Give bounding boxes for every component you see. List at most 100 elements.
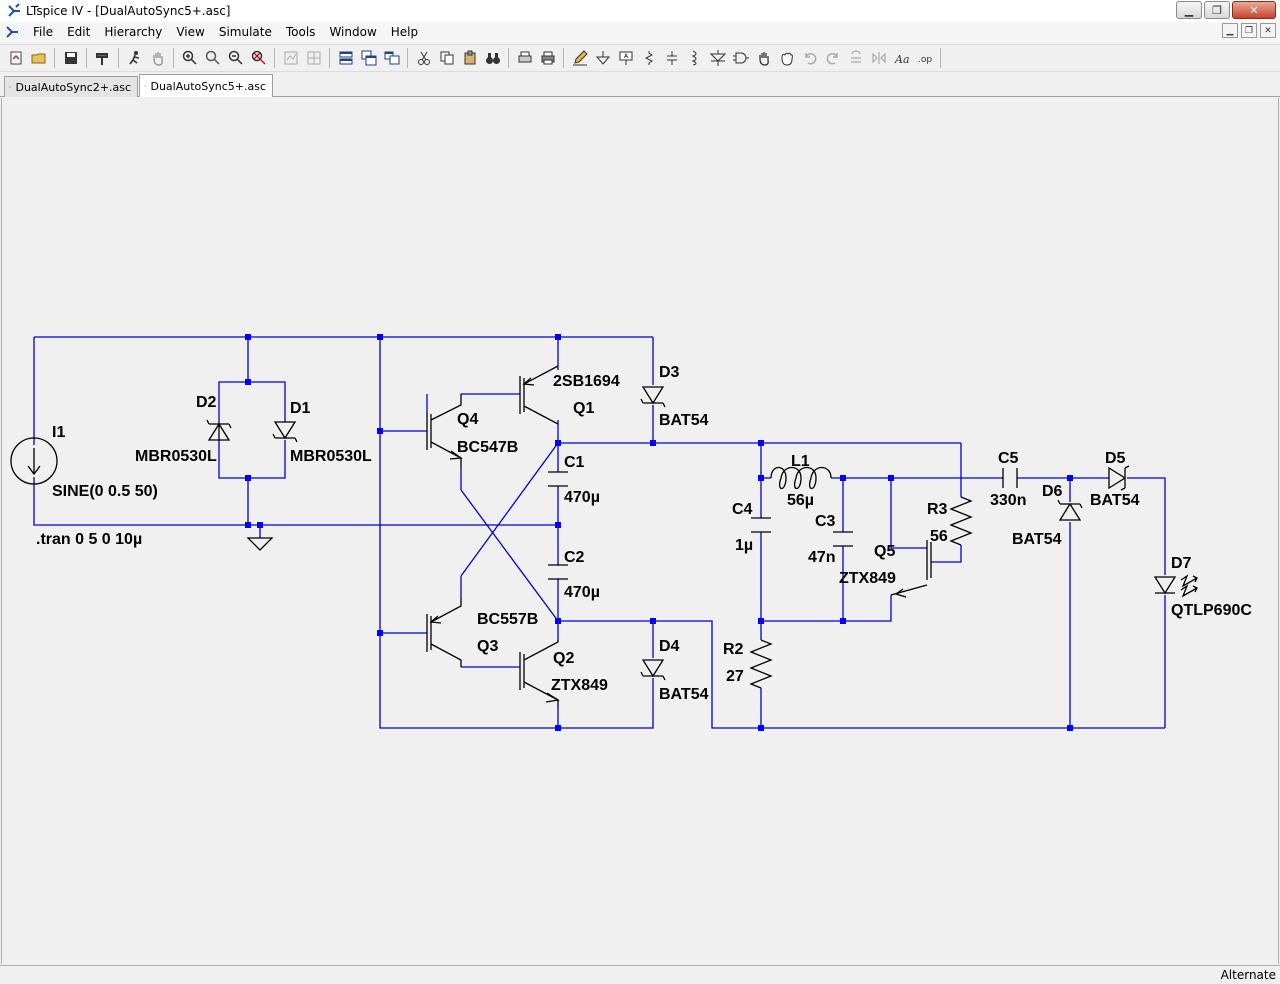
capacitor-c2[interactable] (548, 564, 568, 580)
close-button[interactable]: ✕ (1232, 1, 1276, 19)
label-c5-ref: C5 (998, 450, 1019, 467)
print-setup-button[interactable] (515, 48, 535, 68)
binoculars-icon (485, 53, 500, 64)
menu-file[interactable]: File (33, 25, 54, 39)
run-button[interactable] (125, 48, 145, 68)
transistor-q3[interactable] (426, 598, 462, 667)
redo-button[interactable] (823, 48, 843, 68)
mdi-restore-button[interactable]: ❐ (1241, 23, 1257, 38)
minimize-icon: ▁ (1226, 25, 1234, 36)
schematic-drawing: I1 SINE(0 0.5 50) .tran 0 5 0 10µ D2 MBR… (10, 334, 1252, 731)
resistor-r2[interactable] (749, 639, 773, 689)
close-icon: ✕ (1249, 3, 1259, 17)
label-net-button[interactable]: A (616, 48, 636, 68)
ground-button[interactable] (593, 48, 613, 68)
copy-button[interactable] (437, 48, 457, 68)
mirror-button[interactable] (869, 48, 889, 68)
new-schematic-button[interactable] (6, 48, 26, 68)
spice-directive-button[interactable]: .op (915, 48, 935, 68)
zoom-in-button[interactable] (180, 48, 200, 68)
autoscale-button[interactable] (281, 48, 301, 68)
diode-button[interactable] (708, 48, 728, 68)
halt-button[interactable] (148, 48, 168, 68)
printer-setup-icon (518, 51, 531, 63)
new-schematic-icon (10, 51, 21, 65)
component-button[interactable] (731, 48, 751, 68)
label-l1-ref: L1 (791, 453, 810, 470)
resistor-r3[interactable] (949, 496, 973, 546)
label-q1-ref: Q1 (573, 400, 594, 417)
zoom-out-icon (228, 50, 243, 65)
menu-window[interactable]: Window (329, 25, 377, 39)
capacitor-c3[interactable] (833, 531, 853, 547)
draw-wire-button[interactable] (570, 48, 590, 68)
close-all-button[interactable] (382, 48, 402, 68)
resistor-button[interactable] (639, 48, 659, 68)
diode-d5[interactable] (1108, 465, 1130, 491)
menu-hierarchy[interactable]: Hierarchy (104, 25, 163, 39)
capacitor-button[interactable] (662, 48, 682, 68)
paste-button[interactable] (460, 48, 480, 68)
label-tran-directive[interactable]: .tran 0 5 0 10µ (36, 531, 142, 548)
save-button[interactable] (61, 48, 81, 68)
label-q5-ref: Q5 (874, 543, 895, 560)
open-button[interactable] (29, 48, 49, 68)
transistor-q1[interactable] (519, 365, 559, 425)
control-panel-button[interactable] (93, 48, 113, 68)
pencil-icon (572, 50, 588, 66)
label-d6-value: BAT54 (1012, 531, 1062, 548)
move-button[interactable] (754, 48, 774, 68)
print-button[interactable] (538, 48, 558, 68)
pan-button[interactable] (203, 48, 223, 68)
led-d7[interactable] (1153, 574, 1198, 598)
tile-horizontal-button[interactable] (336, 48, 356, 68)
document-system-menu-icon[interactable] (4, 24, 20, 40)
diode-d6[interactable] (1057, 499, 1083, 521)
zoom-out-button[interactable] (226, 48, 246, 68)
capacitor-c4[interactable] (751, 517, 771, 533)
menu-help[interactable]: Help (390, 25, 419, 39)
svg-text:Aa: Aa (894, 53, 910, 66)
rotate-button[interactable] (846, 48, 866, 68)
mdi-minimize-button[interactable]: ▁ (1222, 23, 1238, 38)
junctions (245, 334, 1073, 731)
tile-button[interactable] (304, 48, 324, 68)
diode-d3[interactable] (640, 386, 666, 408)
tab-dualautosync5[interactable]: DualAutoSync5+.asc (139, 74, 273, 97)
transistor-q4[interactable] (426, 394, 463, 468)
current-source-i1[interactable] (10, 437, 58, 485)
transistor-q5[interactable] (890, 540, 932, 598)
menu-simulate[interactable]: Simulate (218, 25, 272, 39)
menu-edit[interactable]: Edit (67, 25, 91, 39)
menu-view[interactable]: View (176, 25, 205, 39)
inductor-button[interactable] (685, 48, 705, 68)
menu-tools[interactable]: Tools (285, 25, 316, 39)
close-icon: ✕ (1264, 25, 1272, 36)
cut-button[interactable] (414, 48, 434, 68)
mdi-close-button[interactable]: ✕ (1260, 23, 1276, 38)
undo-button[interactable] (800, 48, 820, 68)
diode-d2[interactable] (206, 419, 232, 441)
text-button[interactable]: Aa (892, 48, 912, 68)
ground-symbol (246, 537, 274, 551)
label-d1-ref: D1 (290, 400, 311, 417)
cascade-button[interactable] (359, 48, 379, 68)
diode-d4[interactable] (640, 659, 666, 681)
find-button[interactable] (483, 48, 503, 68)
label-d3-value: BAT54 (659, 412, 709, 429)
grab-hand-icon (780, 52, 793, 66)
inductor-l1[interactable] (770, 466, 832, 490)
minimize-button[interactable]: ▁ (1176, 1, 1202, 19)
copy-icon (440, 51, 453, 65)
schematic-canvas[interactable]: I1 SINE(0 0.5 50) .tran 0 5 0 10µ D2 MBR… (1, 98, 1279, 964)
zoom-fit-button[interactable] (249, 48, 269, 68)
schematic-file-icon (144, 85, 147, 87)
restore-button[interactable]: ❐ (1204, 1, 1230, 19)
capacitor-c1[interactable] (548, 471, 568, 487)
windows-stack-icon (384, 51, 399, 65)
capacitor-c5[interactable] (1001, 468, 1018, 488)
transistor-q2[interactable] (519, 640, 560, 706)
diode-d1[interactable] (272, 421, 298, 443)
drag-button[interactable] (777, 48, 797, 68)
tab-dualautosync2[interactable]: DualAutoSync2+.asc (4, 76, 138, 97)
